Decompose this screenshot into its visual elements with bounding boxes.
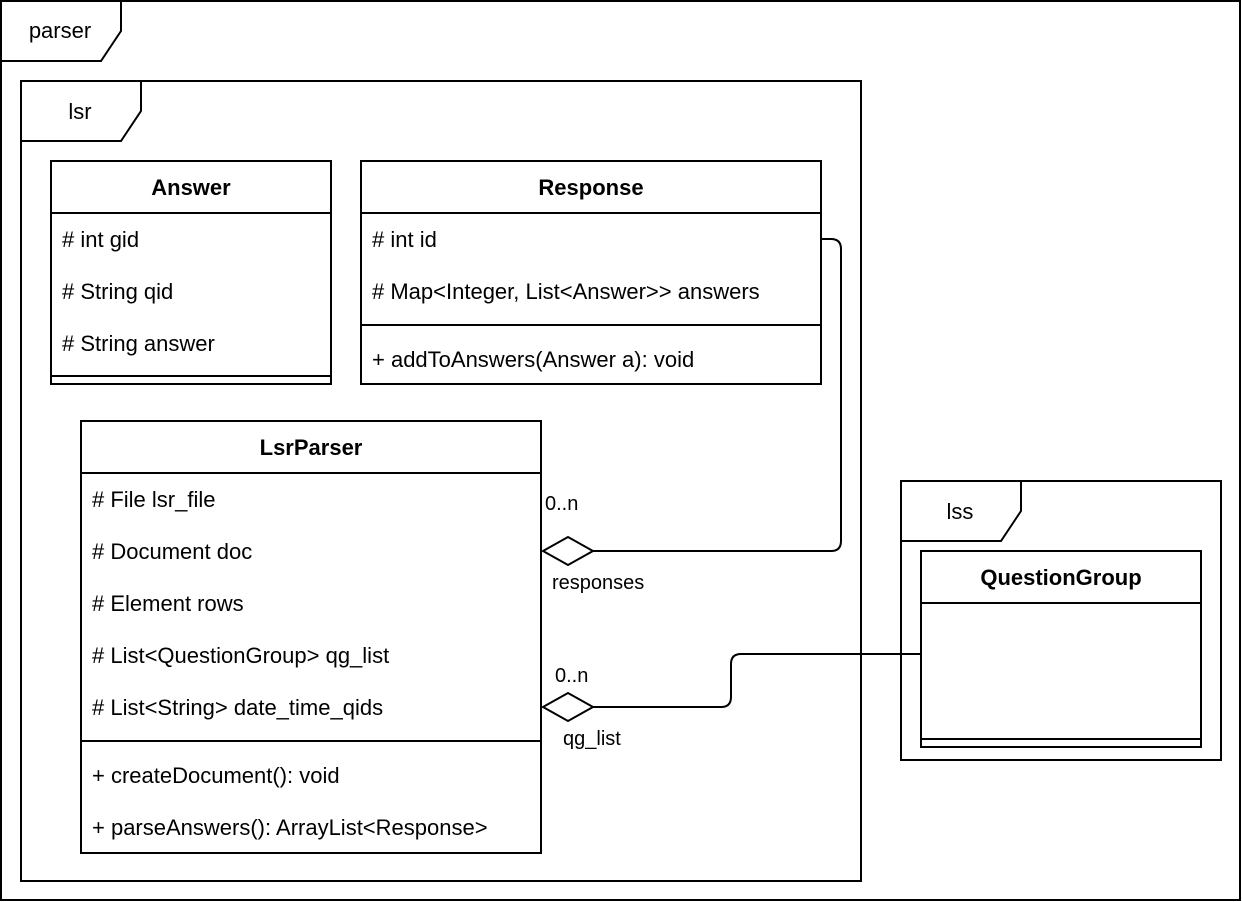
aggregation-diamond-responses <box>540 535 596 567</box>
class-lsrparser-attribute: # Element rows <box>92 591 244 616</box>
class-answer-attribute: # String qid <box>62 279 173 304</box>
association-qg-list[interactable]: 0..n qg_list <box>540 653 921 750</box>
class-lsrparser-method: + createDocument(): void <box>92 763 340 788</box>
class-answer-attribute: # int gid <box>62 227 139 252</box>
package-lsr-label: lsr <box>68 99 91 124</box>
package-lss-label: lss <box>947 499 974 524</box>
class-answer-attribute: # String answer <box>62 331 215 356</box>
qg-list-role-label: qg_list <box>563 728 621 750</box>
class-answer-name: Answer <box>151 175 231 200</box>
class-lsrparser-method: + parseAnswers(): ArrayList<Response> <box>92 815 488 840</box>
class-response[interactable]: Response # int id # Map<Integer, List<An… <box>360 160 822 385</box>
association-responses[interactable]: 0..n responses <box>540 238 842 594</box>
class-lsrparser-attribute: # File lsr_file <box>92 487 215 512</box>
qg-list-multiplicity: 0..n <box>555 665 588 687</box>
class-questiongroup[interactable]: QuestionGroup <box>920 550 1202 748</box>
class-lsrparser-attribute: # List<String> date_time_qids <box>92 695 383 720</box>
class-response-method: + addToAnswers(Answer a): void <box>372 347 694 372</box>
aggregation-diamond-qg-list <box>540 691 596 723</box>
package-parser-label: parser <box>29 18 91 43</box>
class-lsrparser-attribute: # Document doc <box>92 539 252 564</box>
class-response-attribute: # int id <box>372 227 437 252</box>
class-questiongroup-name: QuestionGroup <box>980 565 1141 590</box>
class-lsrparser-name: LsrParser <box>260 435 363 460</box>
class-lsrparser-attribute: # List<QuestionGroup> qg_list <box>92 643 389 668</box>
class-response-attribute: # Map<Integer, List<Answer>> answers <box>372 279 760 304</box>
class-lsrparser[interactable]: LsrParser # File lsr_file # Document doc… <box>80 420 542 854</box>
responses-multiplicity: 0..n <box>545 493 578 515</box>
responses-role-label: responses <box>552 572 644 594</box>
class-response-name: Response <box>538 175 643 200</box>
class-answer[interactable]: Answer # int gid # String qid # String a… <box>50 160 332 385</box>
